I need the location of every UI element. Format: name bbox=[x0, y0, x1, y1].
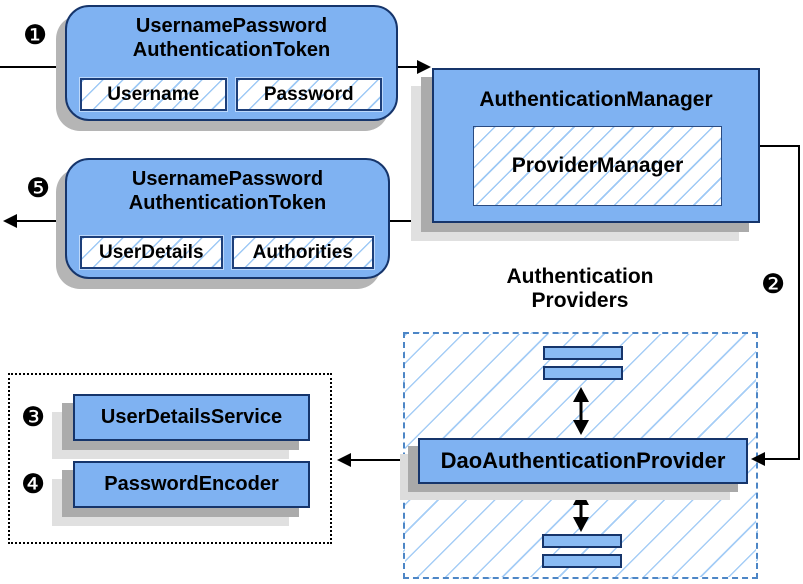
provider-stack-bar bbox=[543, 346, 623, 360]
username-password-token-response-box: UsernamePassword AuthenticationToken Use… bbox=[65, 158, 390, 279]
authentication-providers-label-line1: Authentication bbox=[506, 265, 654, 288]
authentication-providers-label-line2: Providers bbox=[531, 289, 629, 312]
step-5-marker: ❺ bbox=[26, 173, 51, 203]
authentication-manager-box: AuthenticationManager ProviderManager bbox=[432, 68, 760, 223]
token-request-title: UsernamePassword AuthenticationToken bbox=[67, 14, 396, 62]
password-field-box: Password bbox=[235, 78, 382, 111]
token-response-title-line2: AuthenticationToken bbox=[128, 192, 327, 214]
user-details-field-box: UserDetails bbox=[80, 236, 223, 269]
password-encoder-box: PasswordEncoder bbox=[73, 461, 310, 508]
services-container bbox=[8, 373, 332, 544]
username-field-box: Username bbox=[80, 78, 227, 111]
provider-stack-bar bbox=[542, 554, 622, 568]
step-2-marker: ❷ bbox=[761, 269, 786, 299]
token-request-title-line2: AuthenticationToken bbox=[132, 39, 331, 61]
authentication-providers-label: Authentication Providers bbox=[455, 265, 705, 313]
step-1-marker: ❶ bbox=[23, 20, 48, 50]
provider-stack-bar bbox=[543, 366, 623, 380]
token-response-fields: UserDetails Authorities bbox=[80, 236, 374, 269]
token-response-title-line1: UsernamePassword bbox=[131, 168, 324, 190]
step-3-marker: ❸ bbox=[21, 402, 46, 432]
token-request-title-line1: UsernamePassword bbox=[135, 15, 328, 37]
authentication-manager-title: AuthenticationManager bbox=[479, 88, 713, 111]
dao-authentication-provider-box: DaoAuthenticationProvider bbox=[418, 438, 748, 484]
provider-manager-box: ProviderManager bbox=[473, 126, 722, 206]
token-response-title: UsernamePassword AuthenticationToken bbox=[67, 167, 388, 215]
provider-stack-bar bbox=[542, 534, 622, 548]
token-request-fields: Username Password bbox=[80, 78, 382, 111]
user-details-service-box: UserDetailsService bbox=[73, 394, 310, 441]
authorities-field-box: Authorities bbox=[231, 236, 374, 269]
step-4-marker: ❹ bbox=[21, 469, 46, 499]
username-password-token-request-box: UsernamePassword AuthenticationToken Use… bbox=[65, 5, 398, 121]
